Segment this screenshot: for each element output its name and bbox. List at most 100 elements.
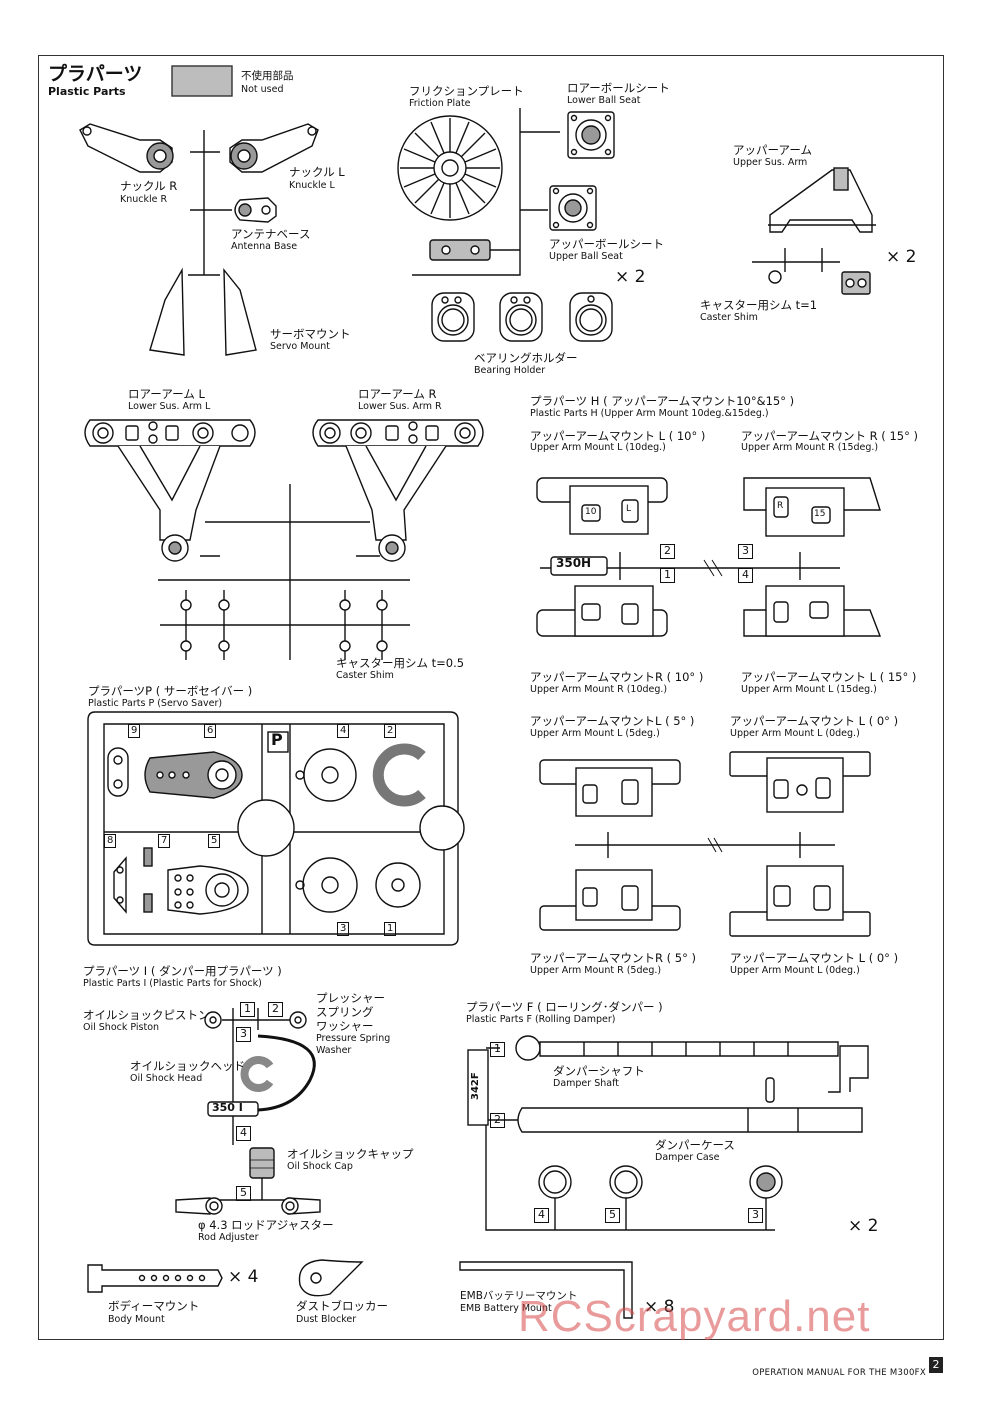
parts-f-number: 1	[490, 1042, 505, 1057]
ball-seat-quantity: × 2	[615, 267, 646, 287]
arm-mount-l10-label-jp: アッパーアームマウント L ( 10° )	[530, 429, 706, 443]
parts-p-number: 4	[337, 724, 350, 738]
not-used-legend-swatch	[171, 65, 233, 97]
parts-p-number: 3	[337, 922, 350, 936]
servo-mount-label-en: Servo Mount	[270, 341, 331, 352]
body-mount-label-jp: ボディーマウント	[108, 1299, 200, 1313]
parts-h-number: 2	[660, 544, 675, 559]
arm-mount-l0-label-jp: アッパーアームマウント L ( 0° )	[730, 714, 899, 728]
lower-ball-seat-label-en: Lower Ball Seat	[567, 95, 641, 106]
parts-p-title-en: Plastic Parts P (Servo Saver)	[88, 698, 223, 709]
friction-plate-label-en: Friction Plate	[409, 98, 471, 109]
body-mount-quantity: × 4	[228, 1267, 259, 1287]
parts-i-number: 4	[236, 1126, 251, 1141]
damper-shaft-label-en: Damper Shaft	[553, 1078, 619, 1089]
arm-mount-r15-label-jp: アッパーアームマウント R ( 15° )	[741, 429, 918, 443]
parts-p-number: 5	[208, 834, 221, 848]
parts-p-number: 7	[158, 834, 171, 848]
oil-shock-piston-label-jp: オイルショックピストン	[83, 1008, 210, 1022]
lower-ball-seat-art	[567, 111, 615, 159]
pressure-spring-label-en: Pressure Spring	[316, 1033, 391, 1044]
parts-h-mark-l: L	[626, 504, 632, 514]
friction-plate-art	[397, 115, 503, 221]
bearing-holder-label-jp: ベアリングホルダー	[474, 351, 578, 365]
parts-f-art	[467, 1035, 869, 1231]
antenna-base-art	[234, 197, 277, 223]
parts-i-title-jp: プラパーツ I ( ダンパー用プラパーツ )	[83, 964, 282, 978]
body-mount-label-en: Body Mount	[108, 1314, 165, 1325]
parts-i-number: 5	[236, 1186, 251, 1201]
parts-i-number: 3	[236, 1027, 251, 1042]
servo-mount-label-jp: サーボマウント	[270, 327, 351, 341]
parts-h-number: 4	[738, 568, 753, 583]
arm-mount-l0b-label-jp: アッパーアームマウント L ( 0° )	[730, 951, 899, 965]
parts-i-art	[175, 1008, 321, 1215]
parts-f-title-en: Plastic Parts F (Rolling Damper)	[466, 1014, 616, 1025]
upper-ball-seat-art	[549, 185, 597, 231]
not-used-legend-en: Not used	[241, 84, 284, 95]
parts-h-mark-10: 10	[585, 507, 597, 517]
footer-text: OPERATION MANUAL FOR THE M300FX	[752, 1368, 926, 1378]
arm-mount-r5-label-jp: アッパーアームマウントR ( 5° )	[530, 951, 697, 965]
arm-mount-r15-label-en: Upper Arm Mount R (15deg.)	[741, 442, 879, 453]
battery-mount-label-en: EMB Battery Mount	[460, 1303, 552, 1314]
lower-arm-r-label-en: Lower Sus. Arm R	[358, 401, 442, 412]
pressure-spring-label-jp: プレッシャー	[316, 991, 385, 1005]
lower-arm-l-label-jp: ロアーアーム L	[128, 387, 205, 401]
upper-ball-seat-label-en: Upper Ball Seat	[549, 251, 623, 262]
bearing-holder-art	[431, 292, 613, 342]
knuckle-r-art	[79, 123, 174, 173]
parts-f-runner-tag: 342F	[470, 1072, 481, 1100]
upper-ball-seat-label-jp: アッパーボールシート	[549, 237, 664, 251]
parts-h-mark-r: R	[777, 501, 784, 511]
lower-arm-r-label-jp: ロアーアーム R	[358, 387, 437, 401]
arm-mount-r10-label-jp: アッパーアームマウントR ( 10° )	[530, 670, 704, 684]
lower-arm-r-art	[312, 419, 484, 562]
parts-p-number: 6	[204, 724, 217, 738]
upper-arm-quantity: × 2	[886, 247, 917, 267]
oil-shock-head-label-en: Oil Shock Head	[130, 1073, 203, 1084]
parts-p-art	[87, 711, 465, 946]
antenna-base-label-en: Antenna Base	[231, 241, 298, 252]
servo-mount-art	[149, 267, 257, 356]
oil-shock-cap-label-en: Oil Shock Cap	[287, 1161, 353, 1172]
parts-f-number: 5	[605, 1208, 620, 1223]
knuckle-l-label-en: Knuckle L	[289, 180, 335, 191]
watermark: RCScrapyard.net	[518, 1292, 871, 1341]
parts-p-number: 2	[384, 724, 397, 738]
page-title-jp: プラパーツ	[48, 63, 143, 85]
knuckle-r-label-jp: ナックル R	[120, 179, 178, 193]
arm-mount-l15-label-en: Upper Arm Mount L (15deg.)	[741, 684, 877, 695]
parts-p-number: 1	[384, 922, 397, 936]
battery-mount-label-jp: EMBバッテリーマウント	[460, 1290, 578, 1302]
page-number: 2	[929, 1357, 943, 1373]
oil-shock-piston-label-en: Oil Shock Piston	[83, 1022, 160, 1033]
bearing-holder-label-en: Bearing Holder	[474, 365, 546, 376]
battery-mount-art	[459, 1261, 633, 1319]
parts-f-number: 4	[534, 1208, 549, 1223]
unused-tab	[429, 239, 491, 261]
parts-i-runner-tag: 350 I	[212, 1101, 243, 1114]
damper-shaft-label-jp: ダンパーシャフト	[553, 1064, 645, 1078]
parts-h-number: 1	[660, 568, 675, 583]
arm-mount-l10-label-en: Upper Arm Mount L (10deg.)	[530, 442, 666, 453]
parts-p-title-jp: プラパーツP ( サーボセイバー )	[88, 684, 253, 698]
pressure-spring-label-jp: スプリング	[316, 1005, 374, 1019]
page-frame	[38, 55, 944, 1340]
pressure-spring-label-en: Washer	[316, 1045, 352, 1056]
arm-mount-l5-label-jp: アッパーアームマウントL ( 5° )	[530, 714, 695, 728]
knuckle-l-art	[229, 123, 319, 173]
arm-mount-l0b-label-en: Upper Arm Mount L (0deg.)	[730, 965, 860, 976]
lower-ball-seat-label-jp: ロアーボールシート	[567, 81, 670, 95]
knuckle-l-label-jp: ナックル L	[289, 165, 345, 179]
dust-blocker-art	[298, 1259, 364, 1297]
friction-plate-label-jp: フリクションプレート	[409, 84, 524, 98]
parts-f-number: 2	[490, 1113, 505, 1128]
parts-h-art	[536, 477, 882, 937]
caster-shim-top-art	[768, 270, 782, 284]
caster-shim-top-label-en: Caster Shim	[700, 312, 758, 323]
caster-shim-label-en: Caster Shim	[336, 670, 394, 681]
rod-adjuster-label-jp: φ 4.3 ロッドアジャスター	[198, 1218, 334, 1232]
body-mount-art	[87, 1264, 223, 1293]
